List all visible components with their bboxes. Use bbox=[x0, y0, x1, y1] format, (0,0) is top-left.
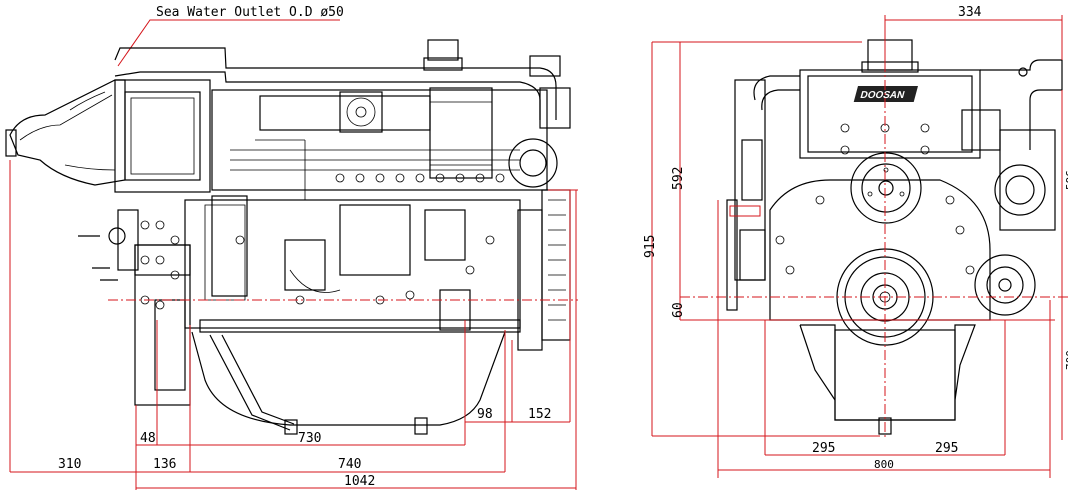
dim-60: 60 bbox=[671, 302, 686, 318]
side-view: Sea Water Outlet O.D ø50 bbox=[5, 5, 578, 490]
dim-136: 136 bbox=[153, 457, 176, 472]
dim-800: 800 bbox=[874, 458, 894, 471]
heat-exchanger bbox=[114, 79, 211, 193]
front-pulleys bbox=[517, 189, 571, 351]
rocker-cover: DOOSAN bbox=[799, 39, 981, 159]
engine-block bbox=[211, 89, 548, 200]
dim-cut-1: 596 bbox=[1064, 170, 1068, 190]
front-dimensions: 334 915 592 60 596 700 295 295 bbox=[643, 5, 1068, 478]
dim-1042: 1042 bbox=[344, 474, 375, 489]
fuel-filter bbox=[423, 39, 493, 179]
dim-592: 592 bbox=[671, 167, 686, 190]
dim-295-left: 295 bbox=[812, 441, 835, 456]
dim-334: 334 bbox=[958, 5, 982, 20]
sea-water-outlet-callout: Sea Water Outlet O.D ø50 bbox=[117, 5, 344, 67]
side-dimensions: 310 136 740 1042 48 730 98 152 bbox=[9, 160, 577, 490]
brand-label: DOOSAN bbox=[859, 90, 906, 101]
front-exhaust bbox=[961, 59, 1063, 231]
crankcase bbox=[184, 195, 521, 333]
alternator bbox=[974, 254, 1036, 316]
front-view: DOOSAN bbox=[643, 5, 1068, 478]
dim-48: 48 bbox=[140, 431, 156, 446]
water-pump bbox=[508, 55, 571, 188]
dim-915: 915 bbox=[643, 235, 658, 258]
oil-sump bbox=[191, 331, 506, 435]
flywheel-housing bbox=[78, 209, 191, 406]
dim-98: 98 bbox=[477, 407, 493, 422]
upper-pulley bbox=[850, 152, 922, 224]
dim-cut-2: 700 bbox=[1064, 350, 1068, 370]
dim-310: 310 bbox=[58, 457, 81, 472]
dim-730: 730 bbox=[298, 431, 321, 446]
exhaust-elbow bbox=[5, 79, 126, 186]
sea-water-outlet-label: Sea Water Outlet O.D ø50 bbox=[156, 5, 344, 20]
dim-295-right: 295 bbox=[935, 441, 958, 456]
dim-740: 740 bbox=[338, 457, 361, 472]
dim-152: 152 bbox=[528, 407, 551, 422]
